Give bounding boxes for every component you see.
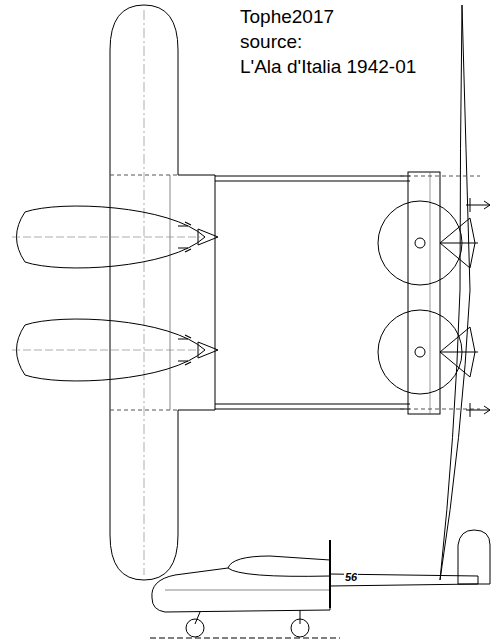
wheel bbox=[291, 619, 309, 637]
wing-plan bbox=[110, 5, 215, 580]
source-note: source: bbox=[240, 31, 302, 54]
tailplane-plan bbox=[408, 172, 440, 414]
fin-front bbox=[466, 403, 490, 417]
side-view bbox=[150, 530, 490, 638]
fin-side bbox=[458, 530, 490, 584]
fuselage-marking: 56 bbox=[344, 571, 358, 584]
wheel bbox=[186, 619, 204, 637]
spinner bbox=[198, 229, 218, 245]
plan-view bbox=[12, 5, 440, 580]
fin-front bbox=[466, 198, 490, 212]
canopy-side bbox=[228, 568, 330, 576]
nacelle-plan bbox=[17, 319, 206, 381]
author-credit: Tophe2017 bbox=[240, 6, 334, 29]
wing-front bbox=[440, 5, 470, 580]
front-view bbox=[378, 5, 490, 580]
nacelle-plan bbox=[17, 206, 206, 268]
propeller-front bbox=[440, 218, 478, 268]
spinner bbox=[198, 342, 218, 358]
fuselage-side bbox=[152, 556, 330, 612]
propeller-front bbox=[440, 327, 478, 377]
source-note: L'Ala d'Italia 1942-01 bbox=[240, 56, 416, 79]
